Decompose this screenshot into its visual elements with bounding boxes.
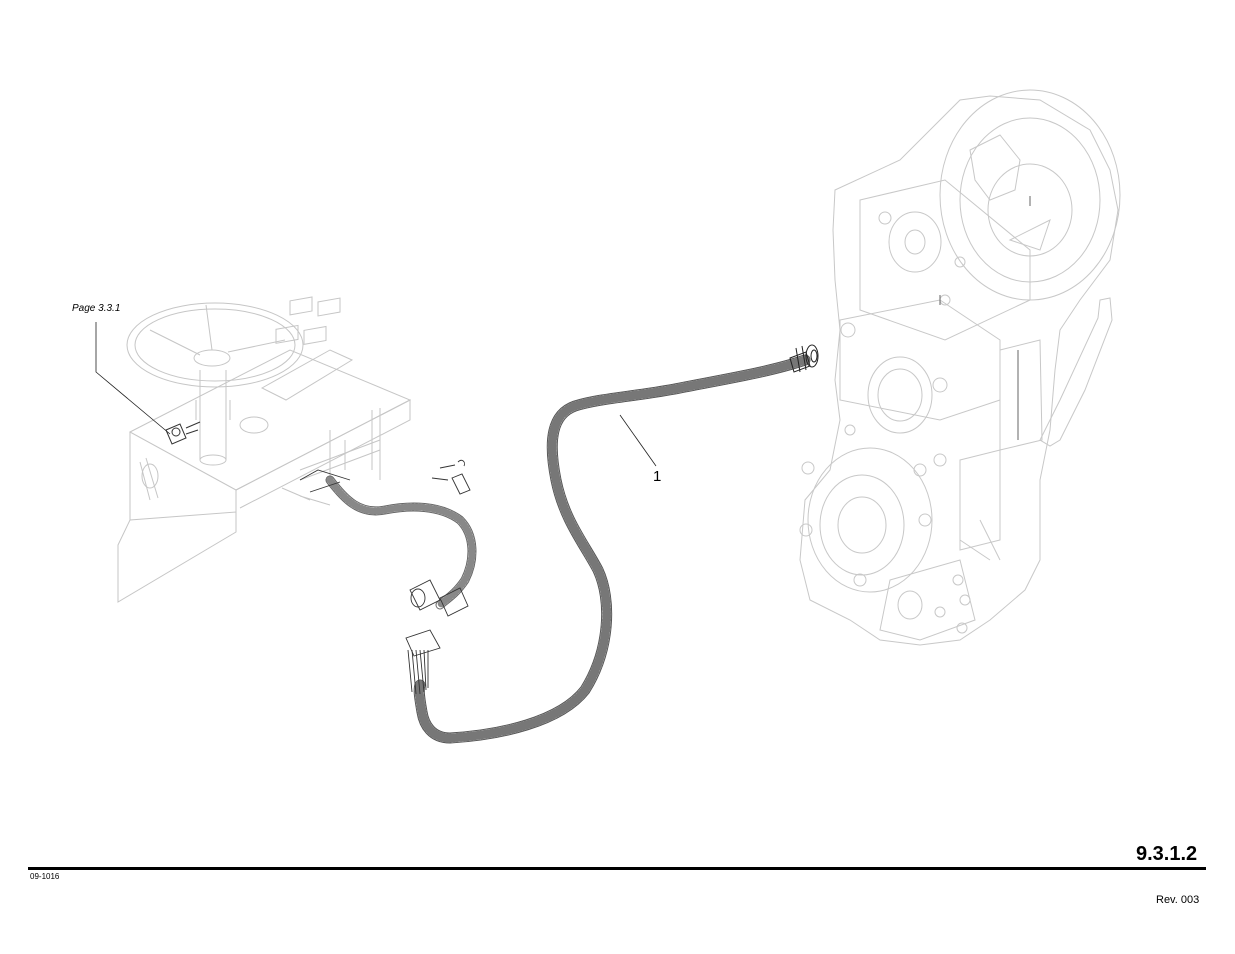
revision-label: Rev. 003	[1156, 894, 1199, 906]
callout-item-number: 1	[653, 468, 661, 485]
document-code: 09-1016	[30, 872, 59, 881]
footer-rule	[28, 867, 1206, 870]
page-reference-label: Page 3.3.1	[72, 303, 120, 314]
page-number: 9.3.1.2	[1136, 843, 1197, 866]
